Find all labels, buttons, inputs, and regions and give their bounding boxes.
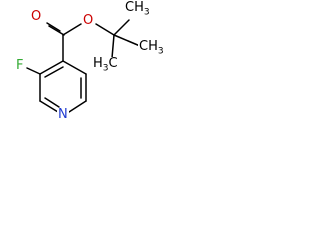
bond-carbonyl-o-b [46,22,61,32]
bond-ring-inner-1 [44,66,64,78]
atom-oxygen-ester: O [82,13,95,28]
atom-nitrogen: N [57,107,69,122]
bond-c3-f [26,67,41,75]
bond-lines [26,19,141,113]
bond-tbu-top [113,19,130,36]
methyl-left-label: H3C [92,56,119,74]
bond-carbonyl-o-a [48,25,65,36]
atom-oxygen-carbonyl: O [30,9,43,24]
structure-canvas: O O F N CH3 CH3 H3C [0,0,176,147]
methyl-top-label: CH3 [124,0,151,18]
atom-fluorine: F [15,58,25,73]
bond-ring-c4-c3 [39,60,64,75]
bond-ring-n-c6 [68,100,87,113]
bond-ring-inner-2 [44,97,60,108]
methyl-right-label: CH3 [138,39,165,57]
bond-carbonyl-o-ester [62,23,82,36]
bond-ring-c2-n [39,100,59,113]
bond-tbu-left [111,34,115,59]
bond-tbu-right [113,34,141,47]
bond-ring-c5-c4 [62,60,87,75]
bond-o-ester-tbu [95,23,115,36]
